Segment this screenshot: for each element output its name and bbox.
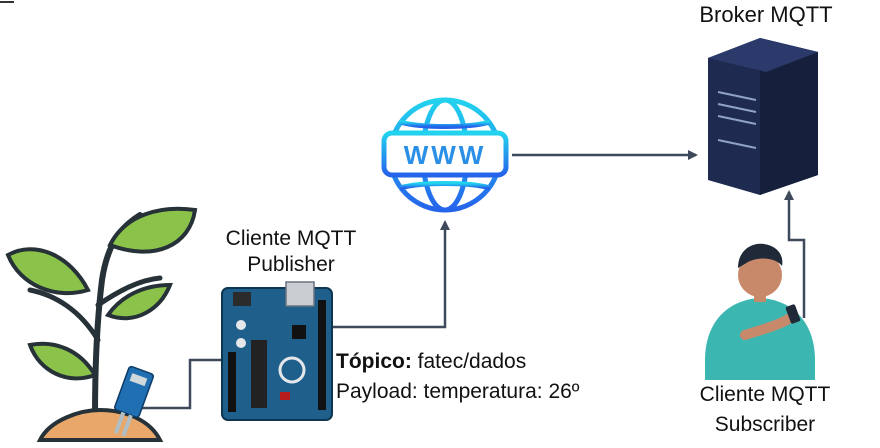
broker-label-text: Broker MQTT — [699, 2, 833, 27]
publisher-label-line1: Cliente MQTT — [225, 227, 357, 250]
sensor-to-board-connector — [140, 358, 230, 410]
subscriber-label: Cliente MQTT Subscriber — [670, 380, 860, 440]
arduino-board-icon — [221, 281, 333, 421]
subscriber-label-line1: Cliente MQTT — [699, 383, 831, 406]
www-globe-icon — [381, 97, 509, 213]
board-to-internet-connector — [330, 220, 450, 329]
person-phone-icon — [705, 243, 815, 380]
message-info: Tópico: fatec/dados Payload: temperatura… — [336, 347, 666, 407]
www-label: WWW — [404, 140, 487, 170]
payload-line: Payload: temperatura: 26º — [336, 380, 580, 403]
plant-icon — [5, 206, 198, 442]
publisher-label: Cliente MQTT Publisher — [196, 226, 386, 278]
subscriber-label-line2: Subscriber — [714, 413, 816, 436]
subscriber-to-broker-connector — [784, 190, 806, 318]
topic-value: fatec/dados — [411, 350, 527, 373]
server-icon — [708, 38, 818, 195]
broker-label: Broker MQTT — [676, 2, 856, 28]
publisher-label-line2: Publisher — [247, 253, 335, 276]
topic-key: Tópico: — [336, 350, 412, 373]
connectors — [140, 150, 806, 410]
topic-line: Tópico: fatec/dados — [336, 347, 666, 377]
soil-sensor-icon — [113, 365, 155, 437]
